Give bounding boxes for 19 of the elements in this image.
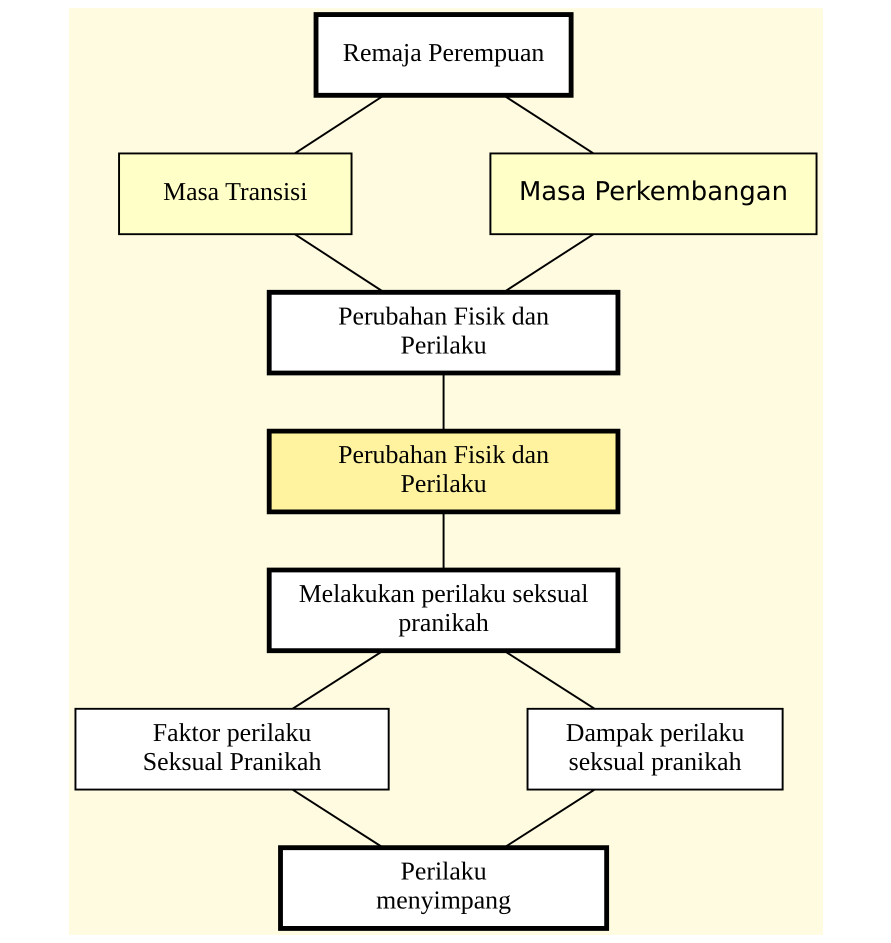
node-box: Perubahan Fisik dan Perilaku	[266, 290, 620, 376]
node-box: Faktor perilaku Seksual Pranikah	[74, 708, 390, 791]
connector	[503, 788, 594, 848]
node-box: Melakukan perilaku seksual pranikah	[266, 568, 620, 654]
node-box: Dampak perilaku seksual pranikah	[526, 708, 784, 791]
node-box: Perubahan Fisik dan Perilaku	[266, 428, 620, 514]
connector	[442, 374, 444, 431]
node-box: Masa Transisi	[118, 152, 352, 236]
connector	[502, 94, 594, 154]
node-box: Perilaku menyimpang	[278, 845, 609, 931]
connector	[294, 94, 384, 154]
connector	[442, 512, 444, 570]
connector	[294, 233, 384, 293]
node-box: Remaja Perempuan	[313, 12, 574, 98]
node-box: Masa Perkembangan	[488, 152, 817, 236]
connector	[503, 650, 594, 710]
connector	[292, 788, 383, 848]
connector	[502, 233, 594, 293]
connector	[292, 650, 383, 710]
